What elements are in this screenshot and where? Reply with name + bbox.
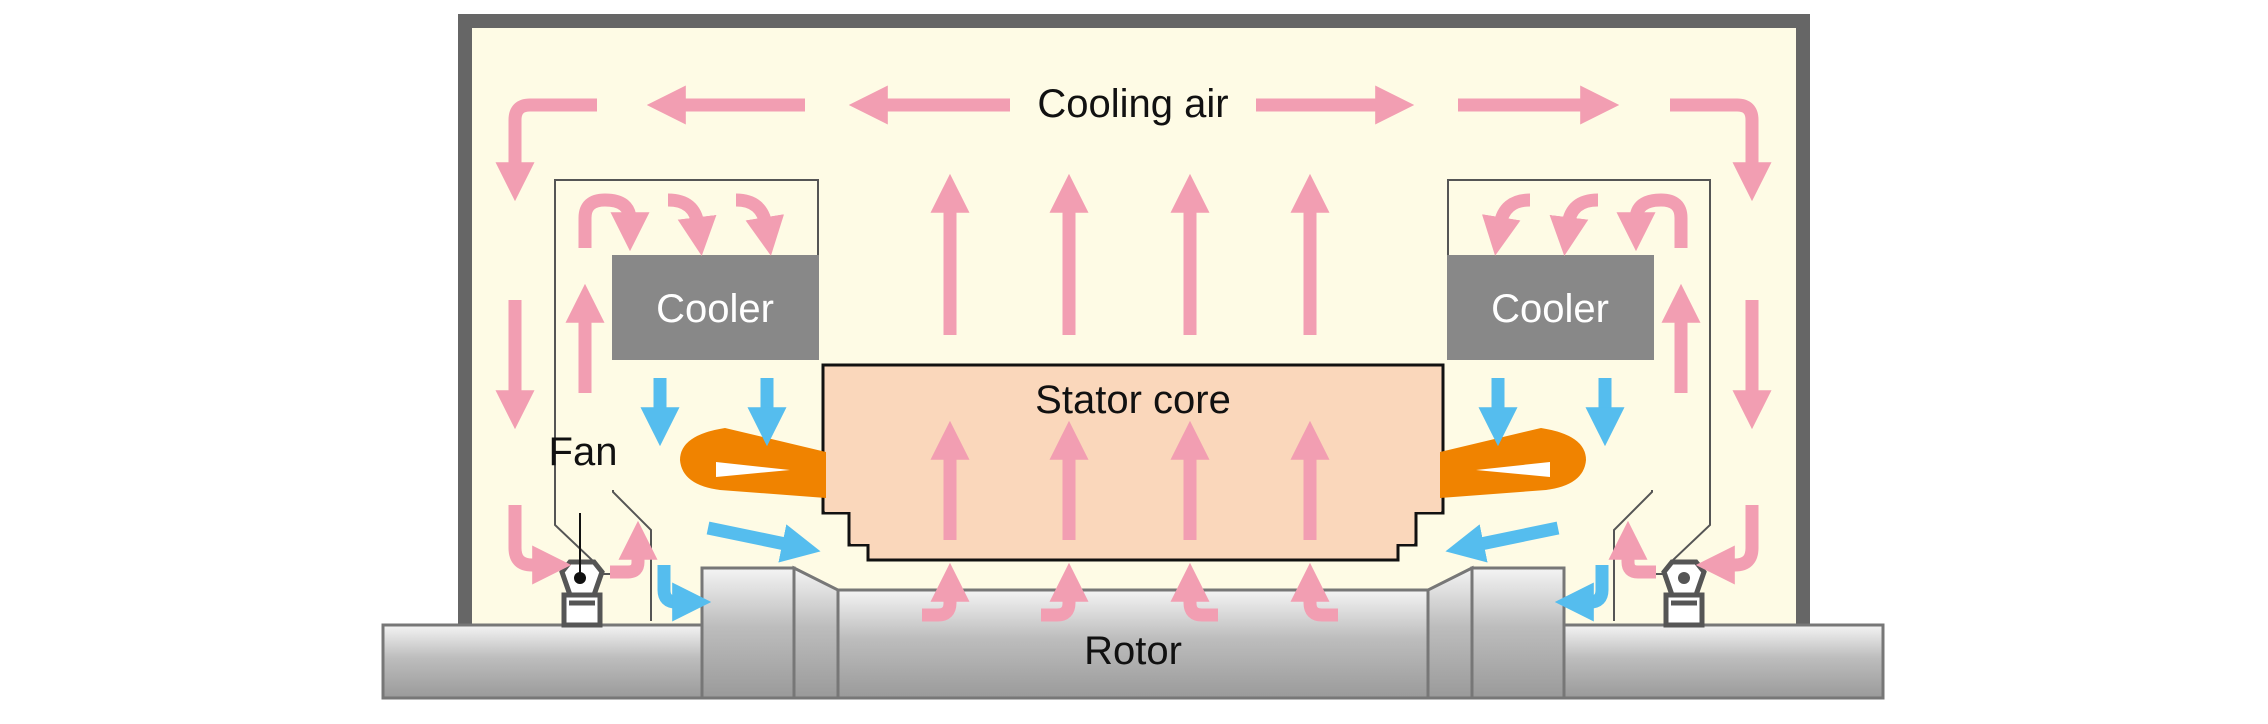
warm-air-arrow [1290, 562, 1338, 622]
warm-air-arrow [495, 98, 597, 202]
warm-air-arrow [508, 505, 572, 585]
warm-air-arrow [667, 193, 717, 256]
cool-air-arrow [1554, 565, 1609, 622]
cool-air-flow [640, 378, 1625, 622]
cooling-air-label: Cooling air [1037, 82, 1228, 126]
cool-air-arrow [657, 565, 712, 622]
stator-winding-left [680, 428, 826, 498]
warm-air-arrow [1170, 562, 1218, 622]
warm-air-arrow [1481, 193, 1531, 256]
warm-air-arrow [1616, 193, 1688, 252]
warm-air-arrow [1549, 193, 1599, 256]
warm-air-arrow [1695, 505, 1759, 585]
rotor-hub-right [1470, 566, 1566, 700]
warm-air-arrow [1041, 562, 1089, 622]
fan-label: Fan [549, 430, 618, 474]
rotor-taper-left [792, 565, 840, 700]
warm-air-arrow [1670, 98, 1772, 202]
rotor-taper-right [1426, 565, 1474, 700]
warm-air-arrow [735, 193, 785, 256]
right-duct-inner [1613, 490, 1653, 621]
fan-right [1661, 559, 1707, 628]
rotor-body [836, 588, 1430, 700]
warm-air-arrow [1608, 520, 1656, 579]
stator-winding-right [1440, 428, 1586, 498]
warm-air-arrow [922, 562, 970, 622]
rotor-hub-left [700, 566, 796, 700]
warm-air-arrow [610, 520, 658, 579]
cooler-left-label: Cooler [656, 287, 774, 331]
warm-air-arrow [578, 193, 650, 252]
cool-air-arrow [706, 521, 821, 563]
stator-core-label: Stator core [1035, 378, 1231, 422]
left-duct-inner [612, 490, 652, 621]
warm-air-flow [495, 85, 1772, 622]
cooler-right [1447, 255, 1654, 360]
cooler-right-label: Cooler [1491, 287, 1609, 331]
rotor-label: Rotor [1084, 629, 1182, 673]
cooler-left [612, 255, 819, 360]
cool-air-arrow [1445, 521, 1560, 563]
